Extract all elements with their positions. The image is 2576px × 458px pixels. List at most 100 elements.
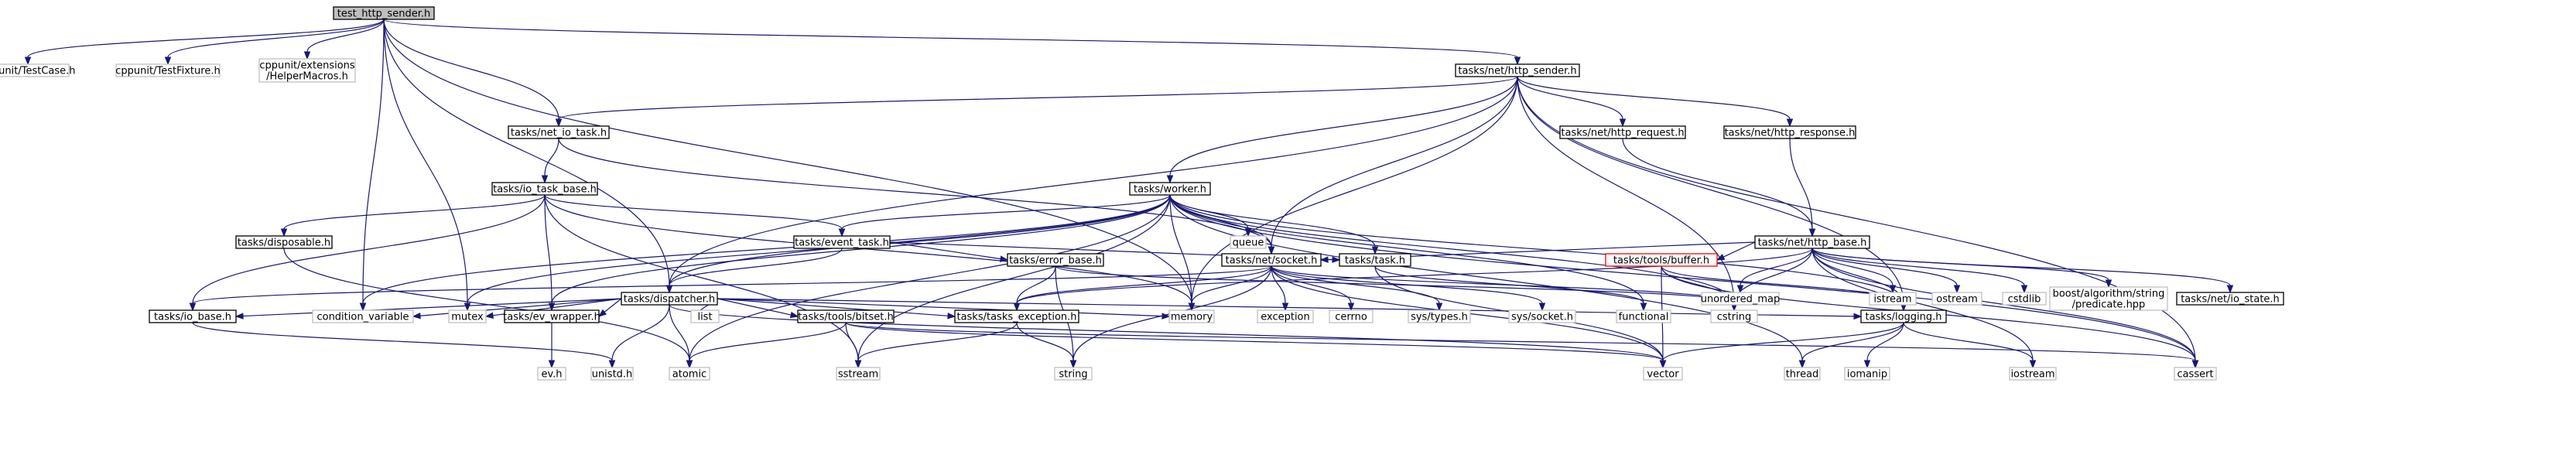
node-tasks-task[interactable]: tasks/task.h [1339, 253, 1411, 267]
edge-line [1811, 248, 2231, 286]
node-tasks-logging[interactable]: tasks/logging.h [1860, 309, 1947, 323]
node-label: list [697, 312, 712, 323]
edge-line [1517, 76, 1735, 304]
node-label: tasks/net/io_state.h [2181, 294, 2280, 306]
node-box [954, 309, 1079, 323]
node-tasks-tasks-exception[interactable]: tasks/tasks_exception.h [954, 309, 1079, 323]
node-tasks-net-io-state[interactable]: tasks/net/io_state.h [2176, 292, 2284, 306]
edge-arrowhead [164, 56, 172, 66]
edge-arrowhead [1435, 302, 1443, 312]
node-cstring: cstring [1710, 309, 1758, 323]
edge-line [1016, 265, 1272, 304]
edge-line [1517, 76, 1904, 304]
node-label: tasks/net/http_sender.h [1458, 66, 1576, 77]
node-label: boost/algorithm/string [2053, 289, 2165, 300]
node-tasks-tools-buffer[interactable]: tasks/tools/buffer.h [1605, 253, 1718, 267]
edge-tasks_ev_wrapper-to-ev [548, 323, 556, 369]
edge-line [1055, 265, 1735, 304]
edge-arrowhead [1659, 360, 1667, 369]
node-label: vector [1647, 369, 1679, 381]
node-ostream: ostream [1931, 292, 1982, 306]
node-sys-types: sys/types.h [1408, 309, 1471, 323]
node-label: string [1059, 369, 1087, 381]
edge-tasks_worker-to-queue [1169, 194, 1252, 238]
node-list: list [690, 309, 720, 323]
node-string: string [1054, 367, 1093, 381]
edge-line [1271, 265, 1286, 304]
node-label: tasks/task.h [1345, 255, 1405, 267]
edge-line [1169, 194, 1904, 304]
node-box [258, 58, 356, 83]
node-tasks-net-io-task[interactable]: tasks/net_io_task.h [508, 125, 610, 139]
node-tasks-disposable[interactable]: tasks/disposable.h [235, 235, 333, 249]
node-box [1408, 309, 1471, 323]
edge-tasks_net_http_sender-to-tasks_worker [1166, 76, 1518, 184]
node-tasks-net-http-request[interactable]: tasks/net/http_request.h [1559, 125, 1686, 139]
edge-arrowhead [1786, 118, 1794, 128]
node-label: tasks/net/socket.h [1226, 255, 1318, 267]
node-tasks-event-task[interactable]: tasks/event_task.h [793, 235, 891, 249]
node-tasks-net-socket[interactable]: tasks/net/socket.h [1221, 253, 1322, 267]
node-exception: exception [1257, 309, 1314, 323]
node-tasks-dispatcher[interactable]: tasks/dispatcher.h [621, 292, 718, 306]
node-iostream: iostream [2009, 367, 2057, 381]
node-tasks-net-http-sender[interactable]: tasks/net/http_sender.h [1455, 63, 1580, 77]
edge-line [1271, 76, 1518, 248]
edge-tasks_tools_bitset-to-sstream [845, 322, 862, 369]
edge-arrowhead [555, 118, 563, 128]
node-tasks-worker[interactable]: tasks/worker.h [1129, 182, 1211, 196]
edge-line [544, 194, 843, 230]
edge-arrowhead [1188, 302, 1196, 312]
edge-line [383, 19, 1518, 58]
node-tasks-io-base[interactable]: tasks/io_base.h [149, 309, 237, 323]
node-tasks-tools-bitset[interactable]: tasks/tools/bitset.h [797, 309, 895, 323]
node-box [1508, 309, 1576, 323]
edge-tasks_net_http_sender-to-tasks_net_io_task [555, 76, 1518, 128]
node-box [1616, 309, 1671, 323]
edge-arrowhead [1319, 256, 1329, 263]
edge-tasks_net_http_base-to-cstdlib [1811, 248, 2028, 294]
node-box [448, 309, 487, 323]
node-label: /predicate.hpp [2072, 299, 2146, 311]
edge-line [1811, 248, 1958, 286]
edge-tasks_tools_bitset-to-atomic [686, 322, 847, 369]
node-label: cppunit/extensions [259, 60, 355, 72]
node-box [836, 367, 881, 381]
edge-line [1016, 322, 1074, 361]
edge-tasks_worker-to-condition_variable [359, 194, 1171, 312]
node-box [1931, 292, 1982, 306]
node-tasks-io-task-base[interactable]: tasks/io_task_base.h [491, 182, 598, 196]
edge-tasks_dispatcher-to-unistd [608, 304, 670, 369]
node-tasks-net-http-response[interactable]: tasks/net/http_response.h [1723, 125, 1856, 139]
edge-tasks_net_http_sender-to-tasks_net_socket [1267, 76, 1518, 255]
node-boost-predicate: boost/algorithm/string/predicate.hpp [2049, 286, 2168, 311]
edge-arrowhead [1619, 118, 1627, 128]
edge-line [1271, 265, 1735, 304]
edge-arrowhead [1347, 302, 1355, 312]
edge-line [1801, 322, 1904, 361]
node-label: ev.h [541, 369, 562, 381]
edge-line [544, 194, 859, 361]
edge-line [717, 298, 949, 316]
node-tasks-net-http-base[interactable]: tasks/net/http_base.h [1754, 235, 1870, 249]
edge-arrowhead [838, 228, 846, 238]
edge-tasks_tools_bitset-to-vector [845, 322, 1667, 369]
node-test-http-sender[interactable]: test_http_sender.h [333, 6, 435, 20]
node-label: queue [1233, 238, 1264, 249]
node-label: cstring [1717, 312, 1751, 323]
node-label: test_http_sender.h [337, 9, 430, 20]
node-label: tasks/net/http_request.h [1561, 128, 1684, 139]
node-unordered-map: unordered_map [1701, 292, 1780, 306]
node-tasks-ev-wrapper[interactable]: tasks/ev_wrapper.h [503, 309, 600, 323]
node-cppunit-helpermacros: cppunit/extensions/HelperMacros.h [258, 58, 356, 83]
edge-line [167, 19, 385, 58]
node-label: exception [1261, 312, 1310, 323]
node-box [1723, 125, 1856, 139]
edge-tasks_net_http_request-to-tasks_net_http_base [1622, 138, 1816, 238]
node-tasks-error-base[interactable]: tasks/error_base.h [1007, 253, 1104, 267]
edge-tasks_dispatcher-to-tasks_tools_bitset [717, 298, 799, 319]
edge-line [1662, 322, 1904, 361]
node-box [504, 309, 600, 323]
node-label: tasks/tasks_exception.h [956, 312, 1076, 323]
edge-tasks_worker-to-mutex [464, 194, 1171, 312]
